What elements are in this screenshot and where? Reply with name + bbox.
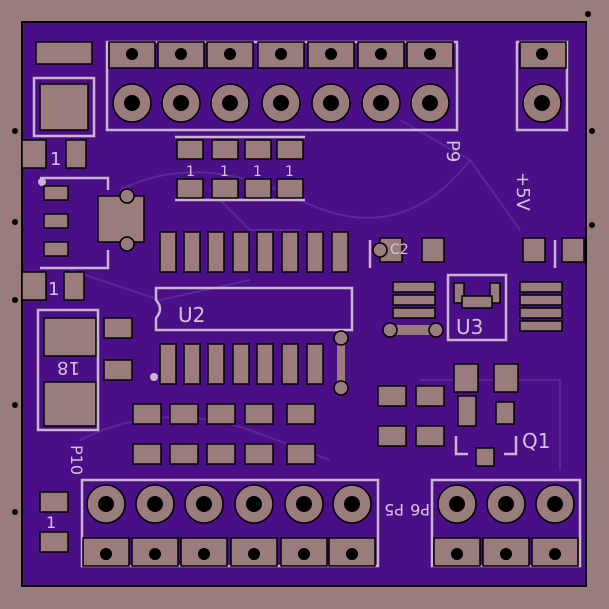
label-r7: 18 <box>57 357 80 378</box>
ic-pin <box>306 343 324 385</box>
label-c2: C2 <box>390 242 409 258</box>
ghost-traces <box>69 119 561 470</box>
ic-pin <box>232 231 250 273</box>
label-p6: P6 <box>410 500 430 519</box>
resistor-row-bottom <box>132 403 316 465</box>
label-p10: P10 <box>67 445 86 475</box>
label-r1: 1 <box>50 149 61 170</box>
pin-square <box>257 41 305 69</box>
ic-pin <box>256 231 274 273</box>
label-p5: P5 <box>384 500 404 519</box>
ic-pin <box>281 231 299 273</box>
ic-u2 <box>150 231 354 396</box>
label-r8: 1 <box>46 513 56 532</box>
label-p9: P9 <box>442 140 463 162</box>
ic-pin <box>306 231 324 273</box>
ic-pin <box>183 343 201 385</box>
ic-pin <box>256 343 274 385</box>
ic-pin <box>331 231 349 273</box>
label-q1: Q1 <box>522 429 550 453</box>
ic-u3 <box>368 237 585 342</box>
ic-pin <box>281 343 299 385</box>
label-u3: U3 <box>456 315 483 339</box>
ic-pin <box>159 231 177 273</box>
label-r6: 1 <box>285 164 294 180</box>
label-r3: 1 <box>186 164 195 180</box>
left-components <box>21 76 145 553</box>
resistor-row-top <box>175 135 305 202</box>
connector-p5 <box>80 478 380 568</box>
pin-square <box>206 41 254 69</box>
label-u2: U2 <box>178 303 205 327</box>
pin-square <box>328 537 376 567</box>
label-plus5v: +5V <box>512 172 533 212</box>
transistor-q1 <box>377 363 519 467</box>
ic-pin <box>207 231 225 273</box>
ic-pin <box>232 343 250 385</box>
label-r2: 1 <box>48 279 59 300</box>
label-r4: 1 <box>220 164 229 180</box>
connector-p9 <box>35 40 569 132</box>
frame-holes <box>12 11 595 515</box>
pin-square <box>180 537 228 567</box>
ic-pin <box>183 231 201 273</box>
ic-pin <box>207 343 225 385</box>
ic-pin <box>159 343 177 385</box>
label-r5: 1 <box>253 164 262 180</box>
